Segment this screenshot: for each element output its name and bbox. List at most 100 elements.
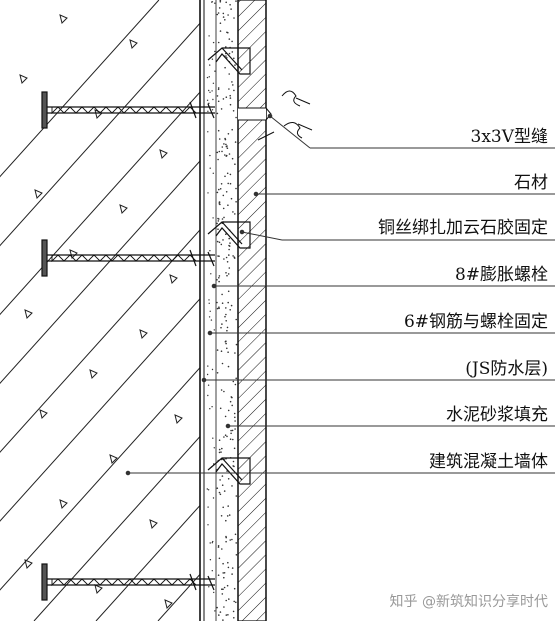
mortar-dot [231,128,233,131]
mortar-dot [222,562,224,565]
concrete-aggregate-mark [129,39,138,49]
mortar-dot [217,220,220,222]
mortar-dot [235,601,237,604]
copper-wire-clip [207,47,251,75]
mortar-dot [212,98,214,101]
label-stone: 石材 [514,173,548,193]
mortar-dot [234,141,237,143]
mortar-dot [226,584,229,587]
mortar-dot [207,192,209,194]
mortar-dot [225,614,228,616]
mortar-fill [206,0,238,621]
mortar-dot [232,211,234,213]
mortar-dot [208,299,210,301]
mortar-dot [233,256,236,259]
mortar-dot [221,475,224,477]
mortar-dot [230,304,233,307]
mortar-dot [221,323,223,325]
mortar-dot [229,97,232,99]
mortar-dot [219,22,222,25]
mortar-dot [226,147,229,149]
mortar-dot [229,400,232,403]
mortar-dot [218,255,220,257]
mortar-dot [220,451,222,453]
mortar-dot [223,143,225,145]
mortar-dot [219,188,222,190]
expansion-bolt-anchor [41,563,215,601]
mortar-dot [225,145,228,148]
concrete-aggregate-mark [119,204,128,214]
mortar-dot [209,408,211,410]
mortar-dot [216,95,219,97]
label-copper-wire: 铜丝绑扎加云石胶固定 [378,218,548,238]
mortar-dot [233,17,235,19]
mortar-dot [216,279,218,281]
mortar-dot [212,540,214,543]
mortar-dot [234,163,236,165]
mortar-dot [218,138,221,140]
concrete-hatch-line [0,229,200,453]
mortar-dot [217,158,219,161]
mortar-dot [235,343,238,346]
mortar-dot [228,52,231,55]
mortar-dot [225,233,227,235]
mortar-dot [227,365,230,368]
mortar-dot [218,218,220,220]
mortar-dot [213,329,215,331]
mortar-dot [233,412,236,415]
leader-line [201,377,555,383]
mortar-dot [230,429,232,432]
mortar-dot [217,88,220,91]
mortar-dot [228,248,230,251]
mortar-dot [211,1,213,3]
mortar-dot [226,347,228,350]
mortar-dot [229,309,231,311]
mortar-dot [222,16,225,18]
mortar-dot [223,390,225,393]
mortar-dot [218,614,220,616]
concrete-aggregate-mark [59,14,68,24]
leader-line [253,191,555,197]
mortar-dot [217,574,220,576]
mortar-dot [231,538,233,541]
concrete-hatch-line [0,366,200,591]
mortar-dot [226,515,229,517]
mortar-dot [212,172,214,174]
mortar-dot [218,451,221,454]
mortar-dot [224,66,226,69]
leader-line [211,283,555,289]
mortar-dot [221,302,224,305]
mortar-dot [231,81,233,83]
mortar-dot [213,591,215,594]
concrete-aggregate-mark [39,409,48,419]
mortar-dot [228,38,231,40]
mortar-dot [235,187,237,190]
mortar-dot [233,447,236,450]
mortar-dot [220,350,223,353]
mortar-dot [229,539,231,541]
mortar-dot [208,35,210,37]
mortar-dot [212,437,214,439]
mortar-dot [225,256,228,259]
mortar-dot [217,228,219,230]
mortar-dot [224,138,227,141]
mortar-dot [207,524,209,526]
mortar-dot [225,307,227,309]
mortar-dot [220,389,223,391]
mortar-dot [234,383,237,386]
mortar-dot [229,242,231,244]
mortar-dot [220,108,223,110]
mortar-dot [208,76,210,78]
mortar-dot [218,150,221,153]
mortar-dot [233,57,235,60]
mortar-dot [222,506,224,509]
mortar-dot [231,157,234,160]
mortar-dot [218,188,220,191]
mortar-dot [232,610,235,613]
mortar-dot [220,183,223,185]
mortar-dot [219,30,222,32]
mortar-dot [218,439,221,442]
mortar-dot [228,267,231,269]
concrete-aggregate-mark [174,414,183,424]
